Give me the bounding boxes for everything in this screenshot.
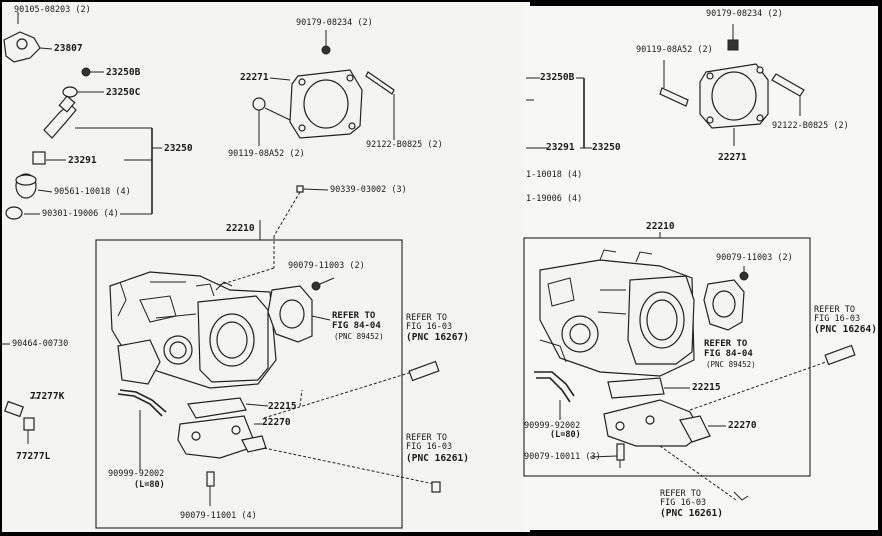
label-hose: 90999-92002 (108, 469, 165, 479)
r-refer-b-1: REFER TO (660, 489, 701, 499)
r-label-gasket-bolt: 90119-08A52 (2) (636, 45, 713, 55)
hose-left (117, 393, 163, 417)
label-iac-bolt: 90079-11001 (4) (180, 511, 257, 521)
refer-fig-a-1: REFER TO (332, 311, 376, 321)
r-label-inj-group: 23250 (592, 142, 621, 153)
r-label-sensor-bolt: 90079-11003 (2) (716, 253, 793, 263)
r-label-inj-b: 23250B (540, 72, 575, 83)
label-left-edge-part: 90464-00730 (12, 339, 69, 349)
top-gasket-right (659, 24, 805, 146)
throttle-body-right (539, 249, 695, 377)
label-inj-cushion: 90561-10018 (4) (54, 187, 131, 197)
label-rail: 23807 (54, 43, 83, 54)
r-refer-a-2: FIG 16-03 (814, 314, 861, 324)
refer-b-2: FIG 16-03 (406, 442, 453, 452)
iac-parts-right (589, 377, 726, 468)
r-refer-a-3: (PNC 16264) (814, 324, 877, 335)
label-inj-c: 23250C (106, 87, 141, 98)
label-iac-valve: 22270 (262, 417, 291, 428)
r-label-top-gasket: 22271 (718, 152, 747, 163)
iac-parts-left (177, 397, 269, 506)
label-sensor-bolt: 90079-11003 (2) (288, 261, 365, 271)
r-label-tb-assy: 22210 (646, 221, 675, 232)
label-inj-group: 23250 (164, 143, 193, 154)
r-label-iac-bolt: 90079-10011 (3) (524, 452, 601, 462)
label-top-part: 90105-08203 (2) (14, 5, 91, 15)
left-sheet (2, 2, 530, 532)
label-inj-oring: 90301-19006 (4) (42, 209, 119, 219)
r-refer-b-2: FIG 16-03 (660, 498, 707, 508)
refer-a-3: (PNC 16267) (406, 332, 469, 343)
injector-lines-right (526, 77, 592, 149)
r-refer-fig-3: (PNC 89452) (706, 360, 756, 369)
label-iac-gasket: 22215 (268, 401, 297, 412)
label-clip-b: 77277L (16, 451, 51, 462)
label-sensor-conn: 90339-03002 (3) (330, 185, 407, 195)
r-label-inj-seal: 23291 (546, 142, 575, 153)
refer-fig-a-3: (PNC 89452) (334, 332, 384, 341)
label-clip-a: 77277K (30, 391, 65, 402)
label-inj-b: 23250B (106, 67, 141, 78)
r-label-cut-b: 1-19006 (4) (526, 194, 583, 204)
r-label-gasket-nut: 90179-08234 (2) (706, 9, 783, 19)
injector-parts (5, 67, 162, 220)
r-label-iac-gasket: 22215 (692, 382, 721, 393)
label-gasket-nut: 90179-08234 (2) (296, 18, 373, 28)
label-top-gasket: 22271 (240, 72, 269, 83)
r-refer-fig-1: REFER TO (704, 339, 748, 349)
r-label-hose: 90999-92002 (524, 421, 581, 431)
hose-right (534, 371, 575, 397)
refer-b-1: REFER TO (406, 433, 447, 443)
top-gasket-part (252, 30, 395, 146)
r-label-iac-valve: 22270 (728, 420, 757, 431)
r-label-gasket-stud: 92122-B0825 (2) (772, 121, 849, 131)
refer-b-3: (PNC 16261) (406, 453, 469, 464)
r-label-cut-a: 1-10018 (4) (526, 170, 583, 180)
throttle-body-left (109, 271, 277, 389)
r-refer-fig-2: FIG 84-04 (704, 349, 753, 359)
throttle-sensor-right (703, 266, 749, 331)
refer-a-2: FIG 16-03 (406, 322, 453, 332)
label-hose-len: (L=80) (134, 480, 165, 490)
r-refer-a-1: REFER TO (814, 305, 855, 315)
label-gasket-stud: 92122-B0825 (2) (366, 140, 443, 150)
r-label-hose-len: (L=80) (550, 430, 581, 440)
label-tb-assy: 22210 (226, 223, 255, 234)
r-refer-b-3: (PNC 16261) (660, 508, 723, 519)
refer-a-1: REFER TO (406, 313, 447, 323)
fuel-rail-part (3, 31, 53, 63)
throttle-sensor-left (267, 277, 335, 343)
label-inj-seal: 23291 (68, 155, 97, 166)
refer-fig-a-2: FIG 84-04 (332, 321, 381, 331)
label-gasket-bolt: 90119-08A52 (2) (228, 149, 305, 159)
